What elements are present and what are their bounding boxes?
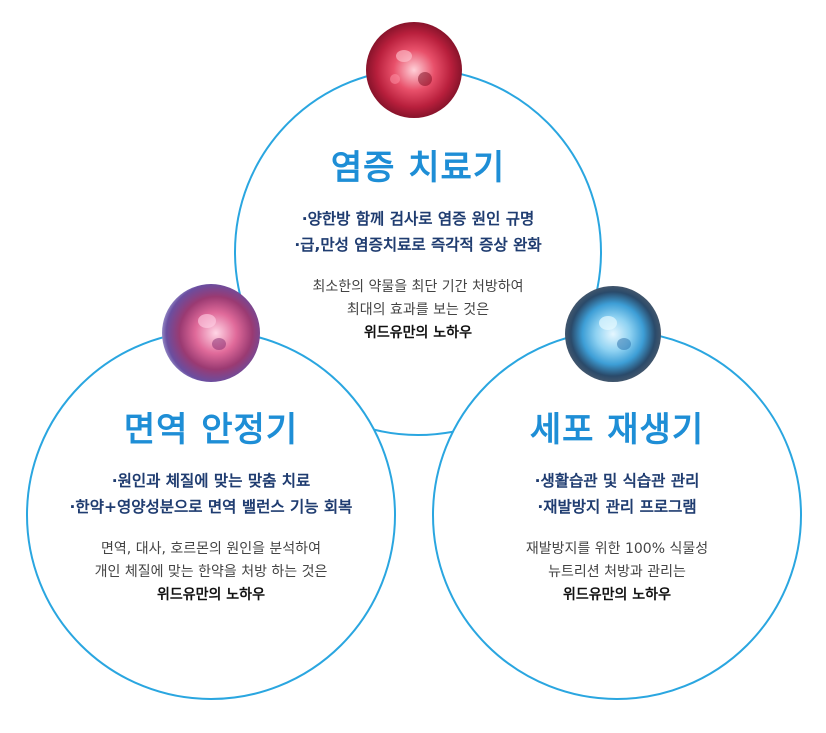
desc-line: 면역, 대사, 호르몬의 원인을 분석하여 xyxy=(101,541,321,557)
desc-line: 재발방지를 위한 100% 식물성 xyxy=(525,541,709,557)
bullet-item: ·생활습관 및 식습관 관리 xyxy=(534,472,700,490)
bullet-item: ·재발방지 관리 프로그램 xyxy=(537,498,697,516)
desc-line: 최대의 효과를 보는 것은 xyxy=(346,302,490,318)
bullet-item: ·원인과 체질에 맞는 맞춤 치료 xyxy=(111,472,311,490)
desc-line: 뉴트리션 처방과 관리는 xyxy=(548,564,686,580)
immune-stage-content: 면역 안정기 ·원인과 체질에 맞는 맞춤 치료 ·한약+영양성분으로 면역 밸… xyxy=(26,410,396,607)
regeneration-stage-bullets: ·생활습관 및 식습관 관리 ·재발방지 관리 프로그램 xyxy=(432,468,802,520)
highlight-text: 위드유만의 노하우 xyxy=(157,587,265,603)
blue-cell-icon xyxy=(565,286,661,382)
regeneration-stage-description: 재발방지를 위한 100% 식물성 뉴트리션 처방과 관리는 위드유만의 노하우 xyxy=(432,538,802,607)
circle-immune-stage xyxy=(26,330,396,700)
bullet-item: ·한약+영양성분으로 면역 밸런스 기능 회복 xyxy=(69,498,353,516)
bullet-item: ·양한방 함께 검사로 염증 원인 규명 xyxy=(301,210,535,228)
immune-stage-description: 면역, 대사, 호르몬의 원인을 분석하여 개인 체질에 맞는 한약을 처방 하… xyxy=(26,538,396,607)
bullet-item: ·급,만성 염증치료로 즉각적 증상 완화 xyxy=(294,236,542,254)
desc-line: 개인 체질에 맞는 한약을 처방 하는 것은 xyxy=(94,564,328,580)
circle-regeneration-stage xyxy=(432,330,802,700)
purple-pink-cell-icon xyxy=(162,284,260,382)
desc-line: 최소한의 약물을 최단 기간 처방하여 xyxy=(312,279,524,295)
highlight-text: 위드유만의 노하우 xyxy=(364,325,472,341)
immune-stage-title: 면역 안정기 xyxy=(123,410,299,450)
inflammation-stage-bullets: ·양한방 함께 검사로 염증 원인 규명 ·급,만성 염증치료로 즉각적 증상 … xyxy=(234,206,602,258)
immune-stage-bullets: ·원인과 체질에 맞는 맞춤 치료 ·한약+영양성분으로 면역 밸런스 기능 회… xyxy=(26,468,396,520)
inflammation-stage-description: 최소한의 약물을 최단 기간 처방하여 최대의 효과를 보는 것은 위드유만의 … xyxy=(234,276,602,345)
inflammation-stage-title: 염증 치료기 xyxy=(330,148,506,188)
regeneration-stage-title: 세포 재생기 xyxy=(529,410,705,450)
highlight-text: 위드유만의 노하우 xyxy=(563,587,671,603)
inflammation-stage-content: 염증 치료기 ·양한방 함께 검사로 염증 원인 규명 ·급,만성 염증치료로 … xyxy=(234,148,602,345)
regeneration-stage-content: 세포 재생기 ·생활습관 및 식습관 관리 ·재발방지 관리 프로그램 재발방지… xyxy=(432,410,802,607)
inflamed-red-cell-icon xyxy=(366,22,462,118)
